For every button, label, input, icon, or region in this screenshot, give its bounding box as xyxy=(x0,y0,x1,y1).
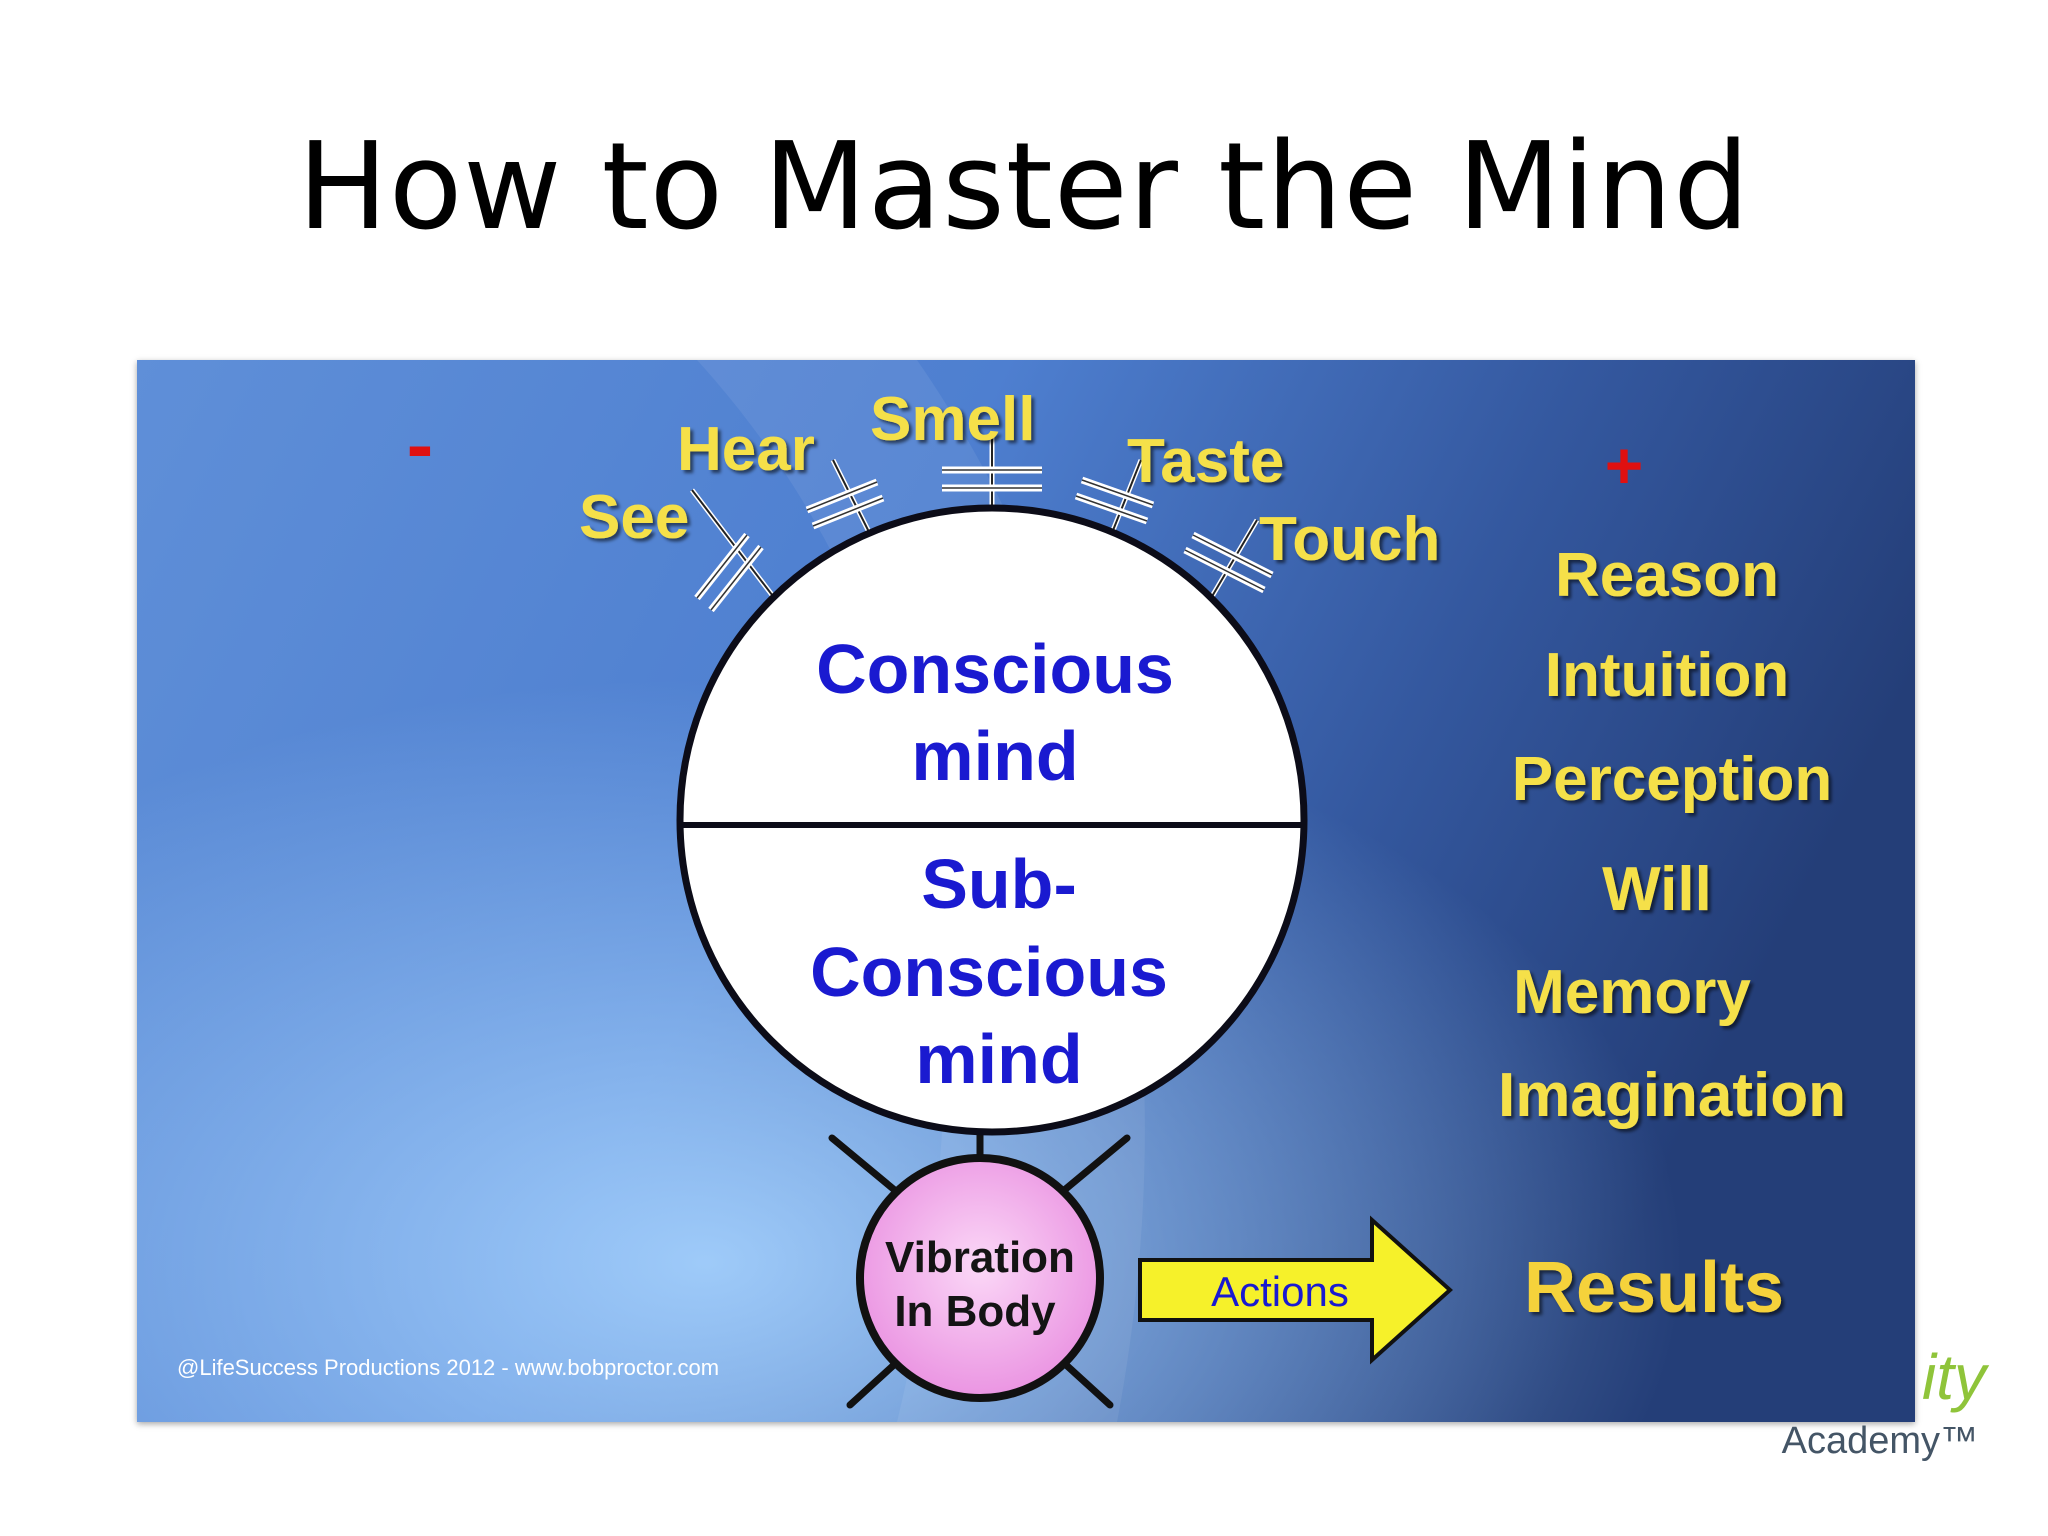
faculty-imagination: Imagination xyxy=(1498,1061,1846,1130)
sense-label-smell: Smell xyxy=(870,385,1035,454)
plus-sign: + xyxy=(1605,428,1644,502)
subconscious-mind-label: Sub- Conscious mind xyxy=(810,845,1168,1098)
body-label-line2: In Body xyxy=(894,1287,1056,1336)
body-label-line1: Vibration xyxy=(885,1233,1075,1282)
mind-diagram-svg: - + xyxy=(137,360,1915,1422)
copyright-text: @LifeSuccess Productions 2012 - www.bobp… xyxy=(177,1355,719,1380)
subconscious-label-line1: Sub- xyxy=(921,845,1077,923)
brand-academy-text: Academy™ xyxy=(1781,1420,1978,1462)
faculties-list: Reason Intuition Perception Will Memory … xyxy=(1498,541,1846,1130)
conscious-label-line1: Conscious xyxy=(816,630,1174,708)
subconscious-label-line3: mind xyxy=(915,1020,1082,1098)
mind-diagram-image: - + xyxy=(137,360,1915,1422)
faculty-reason: Reason xyxy=(1555,541,1779,610)
mind-circle xyxy=(676,504,1308,1136)
faculty-will: Will xyxy=(1602,855,1712,924)
sense-label-touch: Touch xyxy=(1259,505,1440,574)
vibration-body-label: Vibration In Body xyxy=(885,1233,1075,1336)
conscious-mind-label: Conscious mind xyxy=(816,630,1174,795)
faculty-perception: Perception xyxy=(1512,745,1832,814)
subconscious-label-line2: Conscious xyxy=(810,933,1168,1011)
brand-logo-partial: ity xyxy=(1922,1341,1986,1413)
faculty-memory: Memory xyxy=(1513,958,1751,1027)
conscious-label-line2: mind xyxy=(911,717,1078,795)
actions-label: Actions xyxy=(1211,1268,1349,1315)
sense-blockers-outline xyxy=(696,469,1273,611)
faculty-intuition: Intuition xyxy=(1545,641,1789,710)
sense-label-taste: Taste xyxy=(1127,427,1284,496)
slide-title: How to Master the Mind xyxy=(297,118,1751,257)
sense-label-see: See xyxy=(579,483,689,552)
sense-labels: See Hear Smell Taste Touch xyxy=(579,385,1440,574)
results-label: Results xyxy=(1524,1248,1784,1328)
sense-label-hear: Hear xyxy=(677,415,815,484)
minus-sign: - xyxy=(407,400,434,489)
vibration-body-circle xyxy=(856,1154,1104,1402)
actions-arrow xyxy=(1138,1215,1453,1365)
